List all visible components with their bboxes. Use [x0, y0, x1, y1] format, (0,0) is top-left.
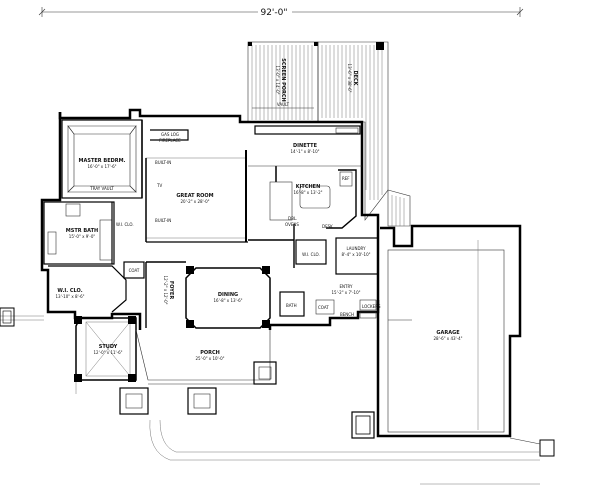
exterior-walls: [40, 108, 380, 330]
entry-size: 15'-2" x 7'-10": [332, 290, 361, 295]
master-bedrm-name: MASTER BEDRM.: [79, 158, 126, 164]
dining-name: DINING: [218, 292, 238, 298]
porch-size: 25'-0" x 10'-0": [196, 356, 225, 361]
deck-name: DECK: [352, 70, 358, 86]
overall-dimension-line: [38, 7, 524, 17]
w-i-clo-1: W.I. CLO.: [116, 222, 134, 227]
deck-size: 13'-6" x 38'-6": [347, 64, 352, 93]
w-i-clo-3: W.I. CLO.: [302, 252, 320, 257]
foyer: [123, 261, 186, 328]
vault-label: VAULT: [277, 102, 290, 107]
gas-log-line1: GAS LOG: [161, 132, 179, 137]
gas-log-line2: FIREPLACE: [159, 138, 181, 143]
built-in-1: BUILT-IN: [155, 160, 171, 165]
overall-dimension: 92'-0": [260, 8, 287, 18]
bath-label: BATH: [286, 303, 297, 308]
study-size: 12'-0" x 11'-6": [94, 350, 123, 355]
dinette-size: 14'-1" x 8'-10": [291, 149, 320, 154]
walkway: [0, 307, 540, 485]
w-i-clo-2-size: 13'-10" x 8'-6": [56, 294, 85, 299]
mstr-bath-name: MSTR BATH: [66, 228, 98, 234]
foyer-name: FOYER: [168, 281, 174, 300]
porch-name: PORCH: [200, 350, 220, 356]
garage: [351, 224, 555, 457]
master-bath: [43, 201, 115, 265]
great-room-size: 20'-2" x 28'-0": [181, 199, 210, 204]
master-bedrm-size: 16'-0" x 17'-6": [88, 164, 117, 169]
garage-size: 28'-6" x 43'-4": [434, 336, 463, 341]
laundry-size: 8'-4" x 10'-10": [342, 252, 371, 257]
coat-2: COAT: [318, 305, 329, 310]
dining-size: 16'-8" x 13'-6": [214, 298, 243, 303]
great-room-name: GREAT ROOM: [176, 193, 213, 199]
tv-label: TV: [156, 183, 162, 188]
utility-area: [279, 237, 379, 319]
coat-1: COAT: [129, 268, 140, 273]
built-in-2: BUILT-IN: [155, 218, 171, 223]
entry-name: ENTRY: [340, 284, 353, 289]
foyer-size: 12'-2" x 12'-0": [163, 276, 168, 305]
dbl-ovens-line1: DBL.: [288, 216, 297, 221]
screen-porch-size: 13'-0" x 14'-0": [275, 66, 280, 95]
screen-porch: [247, 41, 319, 123]
master-bedroom: [61, 119, 143, 199]
w-i-clo-2-name: W.I. CLO.: [57, 288, 82, 294]
master-closet: [48, 265, 127, 313]
master-bedrm-note: TRAY VAULT: [89, 186, 114, 191]
lockers-label: LOCKERS: [362, 304, 381, 309]
desk-label: DESK: [322, 224, 333, 229]
kitchen-area: [248, 125, 362, 268]
kitchen-size: 16'-8" x 13'-2": [294, 190, 323, 195]
garage-name: GARAGE: [436, 330, 460, 336]
mstr-bath-size: 15'-0" x 9'-0": [69, 234, 96, 239]
screen-porch-name: SCREEN PORCH: [280, 58, 286, 102]
dbl-ovens-line2: OVENS: [285, 222, 299, 227]
study: [74, 316, 137, 382]
great-room: [145, 150, 248, 243]
bench-label: BENCH: [340, 312, 354, 317]
laundry-name: LAUNDRY: [346, 246, 366, 251]
fireplace: [150, 129, 189, 141]
kitchen-name: KITCHEN: [296, 184, 321, 190]
dinette-name: DINETTE: [293, 143, 318, 149]
study-name: STUDY: [99, 344, 118, 350]
ref-label: REF: [342, 176, 350, 181]
front-porch: [119, 329, 277, 415]
dining-room: [185, 266, 271, 329]
